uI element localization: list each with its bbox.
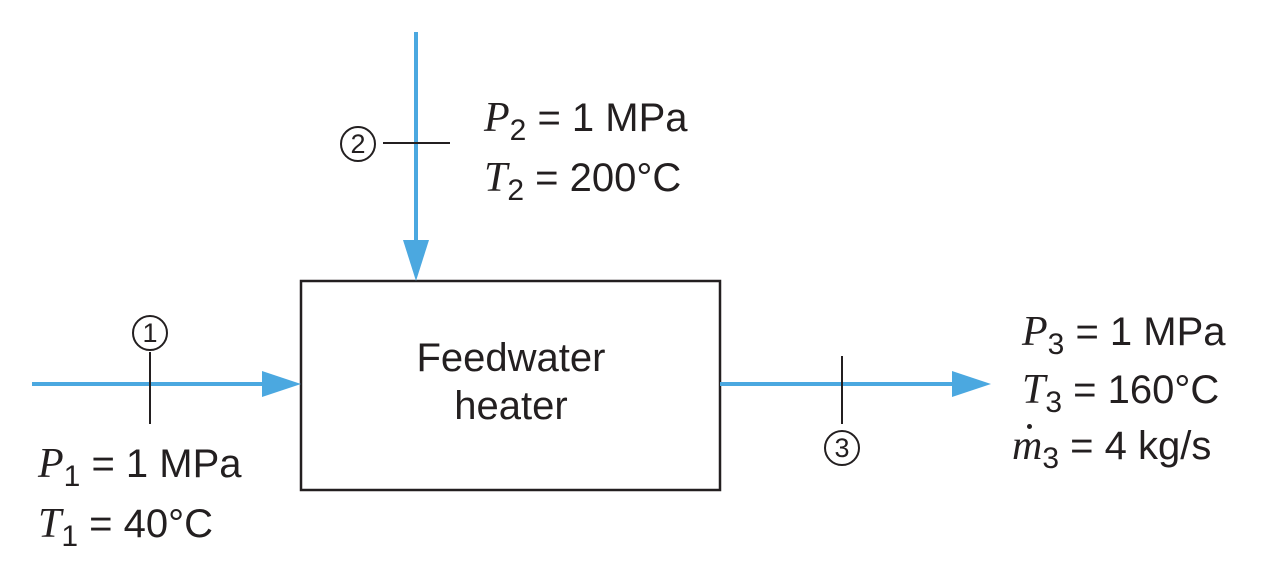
state-1-pressure-value: = 1 MPa [80, 442, 242, 486]
state-3-pressure-symbol: P [1022, 309, 1048, 355]
state-3-pressure: P3 = 1 MPa [1022, 308, 1226, 361]
heater-label-line2: heater [454, 384, 568, 428]
state-3-pressure-value: = 1 MPa [1064, 310, 1226, 354]
state-2-pressure-value: = 1 MPa [526, 96, 688, 140]
state-3-pressure-sub: 3 [1047, 328, 1065, 361]
state-1-temperature-sub: 1 [61, 520, 79, 553]
state-2-pressure-symbol: P [484, 95, 510, 141]
state-3-mass-flow: m3 = 4 kg/s [1012, 422, 1212, 475]
heater-label: Feedwater heater [302, 334, 720, 430]
state-2-pressure: P2 = 1 MPa [484, 94, 688, 147]
state-2-pressure-sub: 2 [509, 114, 527, 147]
heater-label-line1: Feedwater [416, 336, 606, 380]
state-1-temperature-value: = 40°C [78, 502, 214, 546]
state-1-number: 1 [132, 315, 168, 351]
state-2-temperature-sub: 2 [507, 174, 525, 207]
state-3-temperature-sub: 3 [1045, 386, 1063, 419]
state-1-pressure-sub: 1 [63, 460, 81, 493]
stream-1-arrowhead [262, 371, 301, 397]
state-2-number: 2 [340, 126, 376, 162]
state-1-pressure: P1 = 1 MPa [38, 440, 242, 493]
state-3-temperature-symbol: T [1022, 367, 1046, 413]
state-3-temperature-value: = 160°C [1062, 368, 1220, 412]
state-1-pressure-symbol: P [38, 441, 64, 487]
stream-3-arrowhead [952, 371, 991, 397]
state-3-mass-flow-value: = 4 kg/s [1059, 424, 1212, 468]
state-2-temperature-symbol: T [484, 155, 508, 201]
state-2-temperature: T2 = 200°C [484, 154, 682, 207]
state-3-mass-flow-symbol: m [1012, 423, 1043, 469]
stream-2-arrowhead [403, 240, 429, 281]
state-3-temperature: T3 = 160°C [1022, 366, 1220, 419]
state-1-temperature: T1 = 40°C [38, 500, 214, 553]
state-3-number: 3 [824, 430, 860, 466]
state-2-temperature-value: = 200°C [524, 156, 682, 200]
state-3-mass-flow-sub: 3 [1042, 442, 1060, 475]
state-1-temperature-symbol: T [38, 501, 62, 547]
